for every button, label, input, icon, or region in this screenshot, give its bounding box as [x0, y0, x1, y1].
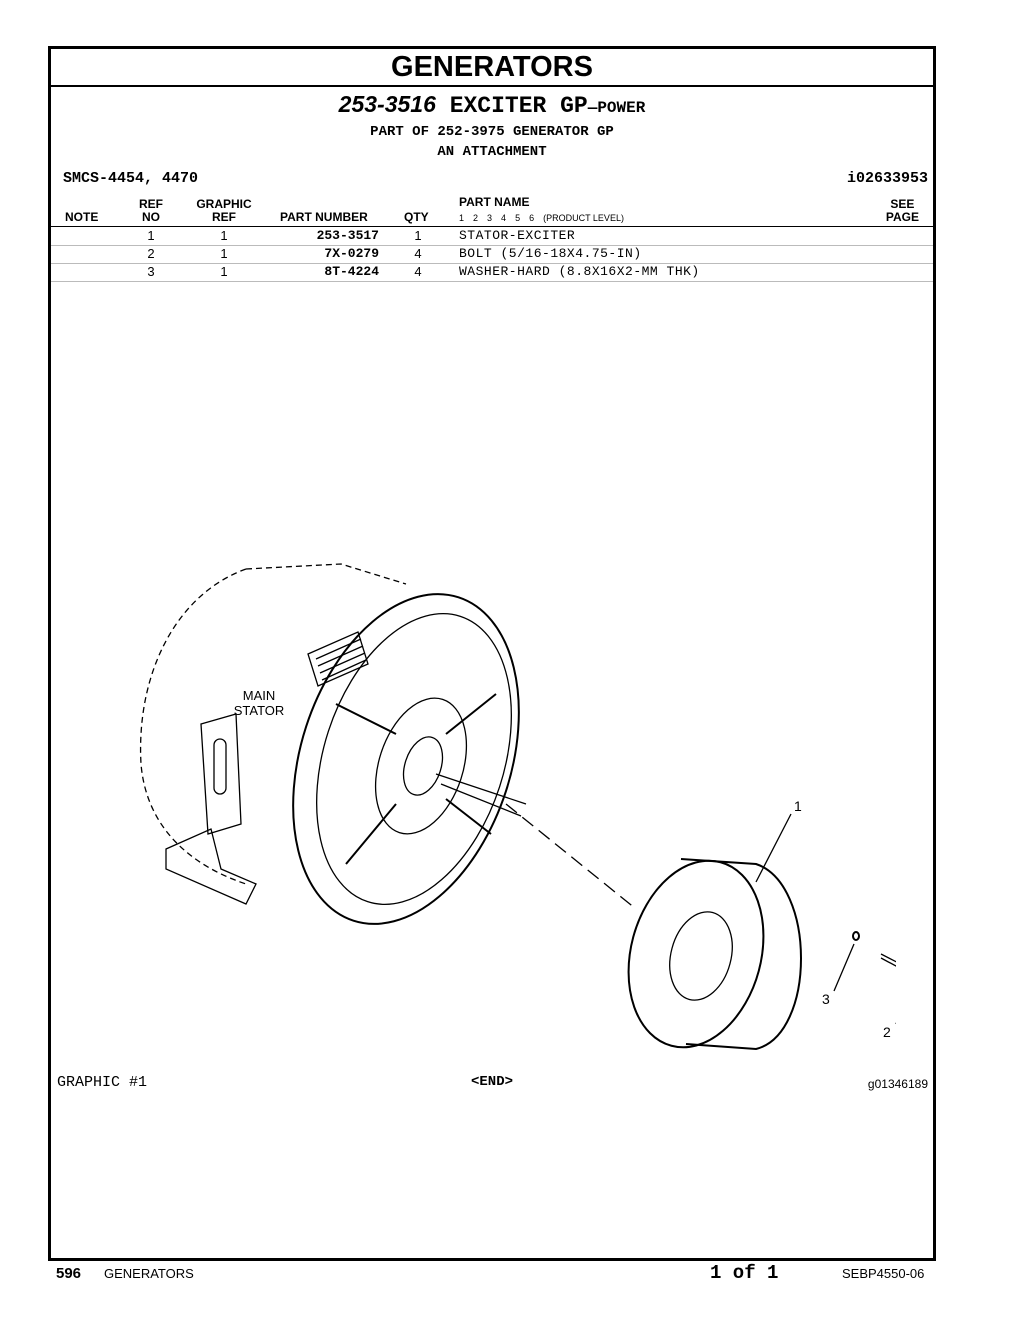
group-title: 253-3516 EXCITER GP—POWER [51, 91, 933, 119]
cell-ref: 2 [147, 246, 155, 261]
header-see-top: SEE [890, 197, 915, 211]
cell-part-number: 7X-0279 [324, 246, 379, 261]
table-row: 2 1 7X-0279 4 BOLT (5/16-18X4.75-IN) [51, 245, 933, 264]
product-level-label: (PRODUCT LEVEL) [543, 213, 624, 223]
label-stator: STATOR [234, 703, 285, 718]
graphic-id: g01346189 [867, 1077, 928, 1091]
footer-page-number: 596 [56, 1265, 82, 1282]
page-frame: GENERATORS 253-3516 EXCITER GP—POWER PAR… [48, 46, 936, 1261]
cell-part-number: 253-3517 [316, 228, 379, 243]
callout-2: 2 [883, 1024, 891, 1040]
exciter-stator-face [627, 859, 765, 1049]
header-graphic-bottom: REF [212, 210, 236, 224]
label-main: MAIN [243, 688, 276, 703]
header-part-number: PART NUMBER [280, 210, 368, 224]
smcs-code: SMCS-4454, 4470 [63, 170, 199, 187]
main-stator-outline [139, 568, 247, 885]
header-see-page: SEE PAGE [886, 198, 919, 224]
end-marker: <END> [470, 1074, 513, 1090]
group-number: 253-3516 [338, 91, 436, 117]
level-3: 3 [487, 213, 493, 223]
grille-slats [315, 638, 367, 681]
group-name: EXCITER GP [449, 93, 588, 119]
main-stator-top-edge [245, 563, 407, 585]
callout-1: 1 [794, 798, 802, 814]
callout-3: 3 [822, 991, 830, 1007]
header-graphic-top: GRAPHIC [196, 197, 252, 211]
footer-document-number: SEBP4550-06 [842, 1266, 925, 1281]
level-1: 1 [459, 213, 465, 223]
table-row: 3 1 8T-4224 4 WASHER-HARD (8.8X16X2-MM T… [51, 263, 933, 282]
part-of-line: PART OF 252-3975 GENERATOR GP [370, 124, 614, 140]
header-graphic-ref: GRAPHIC REF [189, 198, 259, 224]
header-ref-bottom: NO [142, 210, 160, 224]
cell-qty: 4 [414, 264, 422, 279]
hub-outer [374, 697, 468, 835]
bolt-shank [880, 953, 896, 967]
graphic-label: GRAPHIC #1 [57, 1074, 148, 1091]
cell-part-name: BOLT (5/16-18X4.75-IN) [459, 246, 642, 261]
cell-qty: 4 [414, 246, 422, 261]
exploded-view-illustration: MAIN STATOR 1 3 2 [139, 563, 896, 1051]
mounting-foot [165, 828, 257, 905]
washer-part [852, 931, 860, 941]
vent-grille [307, 631, 369, 687]
header-divider [51, 226, 933, 227]
header-note: NOTE [65, 210, 99, 224]
header-ref-top: REF [139, 197, 163, 211]
attachment-line: AN ATTACHMENT [437, 144, 547, 160]
lead-wires [435, 773, 527, 817]
cell-graphic-ref: 1 [220, 264, 228, 279]
mounting-bracket [200, 713, 242, 835]
level-5: 5 [515, 213, 521, 223]
leader-1 [755, 813, 792, 883]
level-4: 4 [501, 213, 507, 223]
section-title: GENERATORS [391, 51, 593, 83]
level-2: 2 [473, 213, 479, 223]
title-divider [51, 85, 933, 87]
cell-ref: 1 [147, 228, 155, 243]
end-frame-outer [292, 593, 520, 925]
exciter-stator-bore [669, 911, 733, 1001]
cell-part-name: WASHER-HARD (8.8X16X2-MM THK) [459, 264, 700, 279]
footer-page-count: 1 of 1 [710, 1262, 779, 1284]
header-see-bottom: PAGE [885, 210, 919, 224]
header-part-name: PART NAME [459, 195, 530, 209]
cell-part-number: 8T-4224 [324, 264, 379, 279]
cell-graphic-ref: 1 [220, 228, 228, 243]
end-frame-inner [316, 613, 512, 905]
center-axis-line [505, 803, 637, 910]
cell-part-name: STATOR-EXCITER [459, 228, 576, 243]
group-suffix: —POWER [587, 99, 646, 117]
cell-graphic-ref: 1 [220, 246, 228, 261]
hub-bore [402, 736, 444, 796]
cell-qty: 1 [414, 228, 422, 243]
header-ref: REF NO [136, 198, 166, 224]
leader-3 [833, 943, 855, 992]
bracket-slot [213, 738, 227, 795]
level-6: 6 [529, 213, 535, 223]
document-id: i02633953 [846, 170, 928, 187]
cell-ref: 3 [147, 264, 155, 279]
exciter-stator-body [680, 858, 802, 1051]
footer-section: GENERATORS [104, 1266, 194, 1281]
frame-spokes [335, 693, 497, 865]
table-row: 1 1 253-3517 1 STATOR-EXCITER [51, 227, 933, 246]
header-qty: QTY [404, 210, 429, 224]
